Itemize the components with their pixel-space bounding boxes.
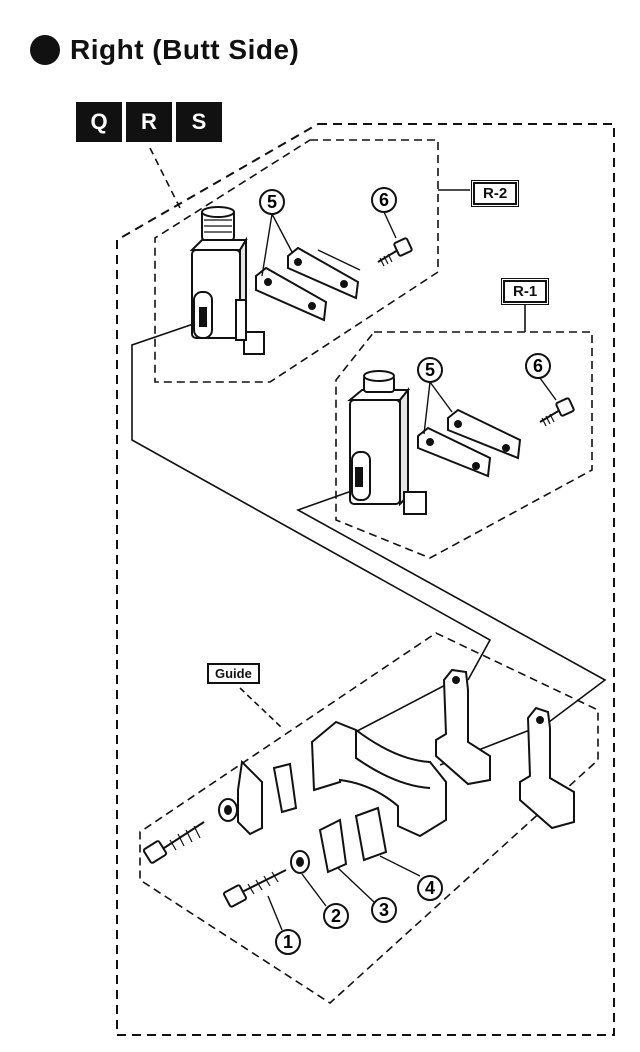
outer-enclosure	[116, 123, 615, 1036]
callout-6-top: 6	[371, 187, 397, 213]
connector-r1-guide	[296, 487, 607, 726]
badge-r: R	[126, 102, 172, 142]
svg-text:4: 4	[425, 878, 435, 898]
callout-4: 4	[417, 875, 443, 901]
r1-screw	[539, 397, 575, 427]
tag-r2: R-2	[473, 182, 518, 205]
svg-text:1: 1	[283, 932, 293, 952]
svg-text:6: 6	[533, 356, 543, 376]
guide-washer-top	[218, 798, 238, 822]
badge-leader	[149, 147, 181, 209]
r1-clamp-body	[347, 370, 427, 515]
callout-3: 3	[371, 897, 397, 923]
callout-5-top: 5	[259, 189, 285, 215]
r2-plate-lower	[255, 266, 328, 322]
group-r2-outline	[154, 139, 439, 383]
group-guide-outline	[139, 632, 599, 1005]
tag-guide: Guide	[207, 663, 260, 684]
svg-text:3: 3	[379, 900, 389, 920]
guide-leader	[239, 687, 283, 729]
guide-right-bracket-a	[435, 668, 491, 786]
svg-text:5: 5	[425, 360, 435, 380]
badge-s: S	[176, 102, 222, 142]
callout-5-mid: 5	[417, 357, 443, 383]
r1-plate-lower	[417, 426, 492, 478]
guide-bolt-top	[142, 821, 205, 864]
r2-callout-leaders	[261, 211, 397, 277]
guide-washer-bottom	[290, 850, 310, 874]
callout-6-mid: 6	[525, 353, 551, 379]
guide-callout-leaders	[267, 855, 421, 931]
group-r1-outline	[335, 331, 593, 559]
badge-q: Q	[76, 102, 122, 142]
connector-guide-part	[339, 679, 456, 741]
r1-plate-upper	[447, 408, 522, 460]
svg-text:6: 6	[379, 190, 389, 210]
guide-bolt-bottom	[223, 869, 287, 908]
callout-2: 2	[323, 903, 349, 929]
r1-callout-leaders	[423, 377, 557, 435]
r2-clamp-body	[189, 206, 265, 355]
guide-saddle-block	[310, 720, 447, 838]
page-title: Right (Butt Side)	[30, 30, 299, 70]
tag-r1: R-1	[503, 280, 548, 303]
r2-screw	[377, 237, 413, 267]
guide-small-plate-3	[318, 818, 348, 874]
connector-r2-guide	[131, 319, 492, 681]
r2-plate-upper	[287, 246, 360, 300]
callout-1: 1	[275, 929, 301, 955]
r2-plate-hatch	[317, 249, 361, 271]
svg-text:5: 5	[267, 192, 277, 212]
model-badges: Q R S	[76, 102, 222, 142]
guide-small-plate-4	[354, 806, 388, 862]
svg-text:2: 2	[331, 906, 341, 926]
guide-small-bracket-top	[237, 759, 298, 836]
guide-right-bracket-b	[519, 706, 575, 830]
title-text: Right (Butt Side)	[70, 34, 300, 65]
bullet-icon	[30, 35, 60, 65]
